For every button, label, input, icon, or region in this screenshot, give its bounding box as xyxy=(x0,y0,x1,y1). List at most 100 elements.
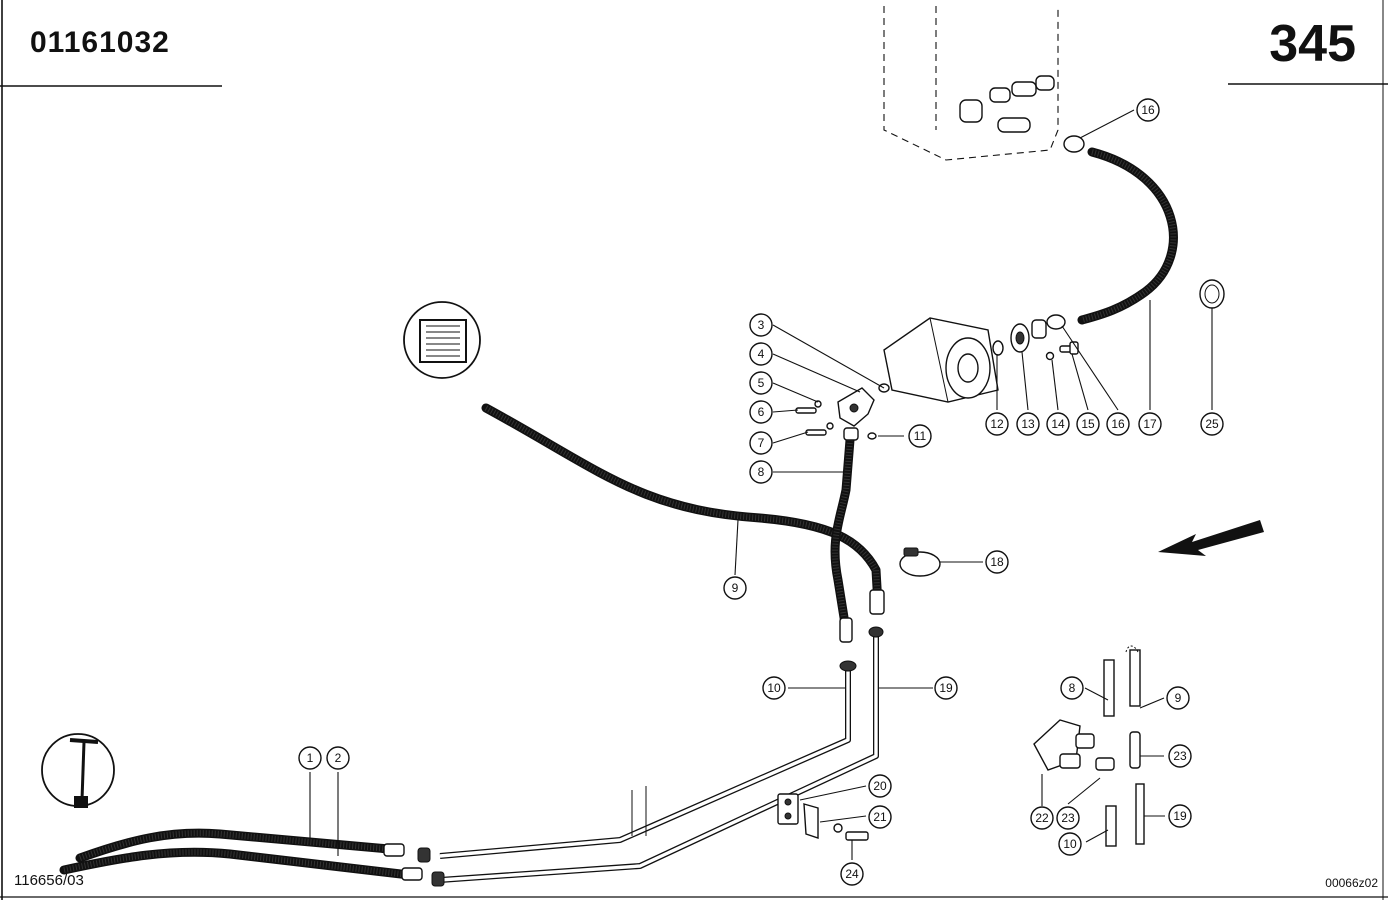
callout-19: 19 xyxy=(934,676,958,700)
callout-7: 7 xyxy=(749,431,773,455)
svg-text:20: 20 xyxy=(873,779,887,793)
radiator-icon xyxy=(403,301,481,379)
svg-text:1: 1 xyxy=(307,751,314,765)
tank-fitting xyxy=(959,99,983,123)
callout-15: 15 xyxy=(1076,412,1100,436)
tank-outline xyxy=(883,6,1059,161)
hose-clamp-16-top xyxy=(1063,135,1085,153)
fitting-13 xyxy=(1031,319,1047,339)
svg-text:22: 22 xyxy=(1035,811,1049,825)
svg-text:19: 19 xyxy=(939,681,953,695)
callout-11: 11 xyxy=(908,424,932,448)
clip-21 xyxy=(803,803,819,839)
svg-text:4: 4 xyxy=(758,347,765,361)
svg-text:23: 23 xyxy=(1173,749,1187,763)
bolt-15 xyxy=(1059,341,1079,355)
svg-text:2: 2 xyxy=(335,751,342,765)
bracket-20 xyxy=(777,793,799,825)
svg-text:9: 9 xyxy=(1175,691,1182,705)
svg-text:14: 14 xyxy=(1051,417,1065,431)
svg-text:3: 3 xyxy=(758,318,765,332)
page-number: 345 xyxy=(1269,15,1356,73)
callout-5: 5 xyxy=(749,371,773,395)
detail-callout-9: 9 xyxy=(1166,686,1190,710)
svg-text:15: 15 xyxy=(1081,417,1095,431)
callout-8: 8 xyxy=(749,460,773,484)
callout-6: 6 xyxy=(749,400,773,424)
callout-13: 13 xyxy=(1016,412,1040,436)
svg-text:10: 10 xyxy=(1063,837,1077,851)
svg-text:8: 8 xyxy=(1069,681,1076,695)
callout-14: 14 xyxy=(1046,412,1070,436)
hose-9 xyxy=(481,403,883,610)
callout-18: 18 xyxy=(985,550,1009,574)
callout-17: 17 xyxy=(1138,412,1162,436)
detail-callout-8: 8 xyxy=(1060,676,1084,700)
svg-text:13: 13 xyxy=(1021,417,1035,431)
hose-8-fitting xyxy=(839,617,853,643)
svg-text:17: 17 xyxy=(1143,417,1157,431)
pipe-10 xyxy=(439,668,851,859)
elbow-4 xyxy=(837,387,875,427)
hose-17 xyxy=(1077,147,1178,325)
detail-pipe-10 xyxy=(1105,805,1117,847)
svg-text:12: 12 xyxy=(990,417,1004,431)
callout-10: 10 xyxy=(762,676,786,700)
svg-text:11: 11 xyxy=(914,429,927,443)
callout-25: 25 xyxy=(1200,412,1224,436)
callout-20: 20 xyxy=(868,774,892,798)
svg-text:10: 10 xyxy=(767,681,781,695)
svg-text:24: 24 xyxy=(845,867,859,881)
detail-adapter-23 xyxy=(1095,757,1115,771)
callout-23-left: 23 xyxy=(1056,806,1080,830)
hose-9-fitting xyxy=(869,589,885,615)
callout-23-right: 23 xyxy=(1168,744,1192,768)
washer-14 xyxy=(1045,351,1055,361)
hose-8 xyxy=(830,435,855,635)
svg-text:7: 7 xyxy=(758,436,765,450)
callout-2: 2 xyxy=(326,746,350,770)
drawing-reference: 116656/03 xyxy=(14,872,84,889)
svg-text:19: 19 xyxy=(1173,809,1187,823)
hose-2 xyxy=(59,847,423,881)
callout-3: 3 xyxy=(749,313,773,337)
clamp-18 xyxy=(899,547,941,577)
svg-text:21: 21 xyxy=(873,810,887,824)
svg-text:16: 16 xyxy=(1141,103,1155,117)
callout-16-lower: 16 xyxy=(1106,412,1130,436)
callout-1: 1 xyxy=(298,746,322,770)
callout-12: 12 xyxy=(985,412,1009,436)
leader-lines xyxy=(309,109,1213,860)
svg-text:9: 9 xyxy=(732,581,739,595)
o-ring-11 xyxy=(867,432,877,440)
svg-text:16: 16 xyxy=(1111,417,1125,431)
hose-clamp-16-lower xyxy=(1046,314,1066,330)
o-ring-12 xyxy=(992,340,1004,356)
dipstick-icon xyxy=(41,733,115,808)
bolt-24 xyxy=(845,831,869,841)
callout-9: 9 xyxy=(723,576,747,600)
callout-4: 4 xyxy=(749,342,773,366)
callout-24: 24 xyxy=(840,862,864,886)
svg-text:6: 6 xyxy=(758,405,765,419)
callout-22: 22 xyxy=(1030,806,1054,830)
hydraulic-pump xyxy=(883,317,999,403)
svg-text:18: 18 xyxy=(990,555,1004,569)
bolts-5-6-7 xyxy=(795,400,834,436)
pipe-19 xyxy=(439,636,879,883)
svg-text:5: 5 xyxy=(758,376,765,390)
hose-1 xyxy=(75,828,405,863)
nut-24 xyxy=(833,823,843,833)
detail-pipe-19 xyxy=(1135,783,1145,845)
detail-inset xyxy=(1033,645,1145,847)
detail-callout-10: 10 xyxy=(1058,832,1082,856)
callout-21: 21 xyxy=(868,805,892,829)
svg-text:23: 23 xyxy=(1061,811,1075,825)
detail-hose-8 xyxy=(1103,659,1115,717)
detail-hose-9 xyxy=(1129,649,1141,707)
svg-text:8: 8 xyxy=(758,465,765,479)
svg-text:25: 25 xyxy=(1205,417,1219,431)
